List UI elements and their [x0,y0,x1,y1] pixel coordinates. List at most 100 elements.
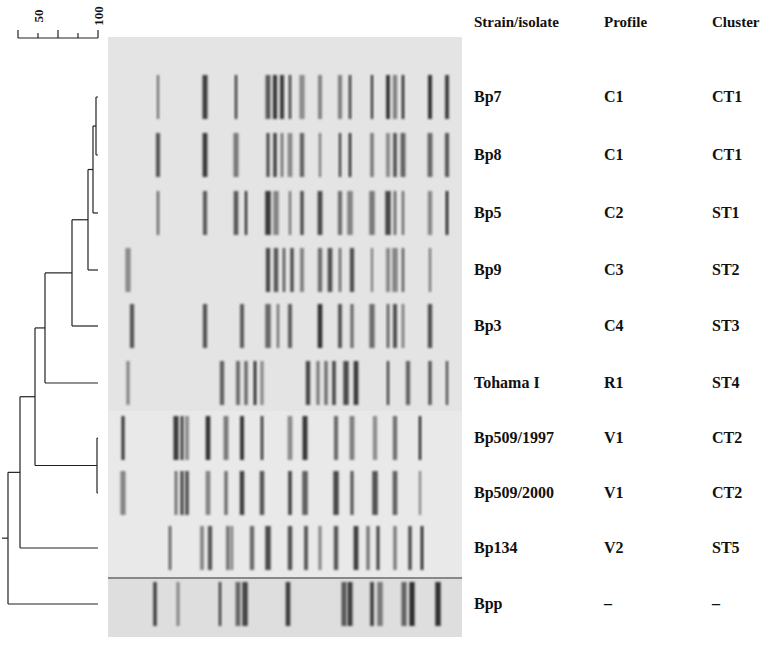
gel-band [203,304,207,348]
gel-band [289,191,292,235]
gel-panel [108,37,462,411]
column-header: Profile [604,15,647,30]
dendrogram-branch [19,397,20,548]
cluster-code: ST2 [712,262,740,278]
gel-band [288,304,292,348]
gel-band [419,471,422,515]
gel-band [130,304,134,348]
dendrogram-branch [96,438,97,493]
gel-band [318,526,321,570]
gel-band [350,248,354,292]
cluster-code: ST5 [712,540,740,556]
gel-band [261,416,264,460]
gel-band [180,471,184,515]
gel-band [236,582,241,626]
gel-band [157,191,160,235]
gel-band [333,471,338,515]
gel-band [409,582,414,626]
gel-band [339,248,342,292]
cluster-code: CT1 [712,89,742,105]
gel-band [203,191,207,235]
dendrogram-branch [35,465,97,466]
gel-band [153,582,156,626]
gel-band [402,191,405,235]
gel-band [224,416,229,460]
gel-band [266,248,270,292]
strain-name: Bp134 [474,540,518,556]
profile-code: C4 [604,318,624,334]
gel-band [372,471,377,515]
scale-number: 100 [92,6,105,26]
gel-band [370,133,373,177]
gel-band [316,361,319,405]
gel-band [402,75,405,119]
profile-code: C1 [604,89,624,105]
gel-band [349,75,352,119]
gel-band [428,75,432,119]
gel-band [342,582,347,626]
gel-band [289,75,292,119]
scale-tick [37,33,38,38]
gel-band [173,416,178,460]
dendrogram-branch [8,603,98,604]
dendrogram-branch [34,328,35,466]
gel-band [435,582,440,626]
column-header: Cluster [712,15,760,30]
gel-band [334,416,338,460]
dendrogram-branch [95,97,96,155]
cluster-code: CT2 [712,430,742,446]
gel-band [393,526,396,570]
gel-band [126,361,129,405]
gel-band [338,191,342,235]
gel-band [370,582,374,626]
gel-band [180,416,183,460]
dendrogram-branch [72,219,88,220]
profile-code: V1 [604,430,624,446]
dendrogram-branch [88,269,98,270]
gel-panel [108,579,462,637]
gel-band [200,526,204,570]
gel-band [350,471,353,515]
gel-panel [108,411,462,577]
gel-band [406,361,410,405]
gel-band [206,471,211,515]
gel-band [288,526,292,570]
gel-band [350,416,355,460]
dendrogram-branch [2,538,8,539]
dendrogram-branch [20,396,35,397]
scale-tick [57,30,58,38]
dendrogram-branch [71,220,72,326]
gel-band [343,361,348,405]
gel-band [373,416,377,460]
dendrogram-branch [96,96,98,97]
dendrogram-branch [72,325,98,326]
strain-name: Bp7 [474,89,502,105]
gel-band [125,248,130,292]
gel-band [219,582,222,626]
strain-name: Bp8 [474,147,502,163]
dendrogram-branch [97,492,98,493]
profile-code: – [604,596,612,612]
gel-band [288,133,293,177]
gel-band [266,75,271,119]
gel-band [299,75,304,119]
gel-band [266,133,269,177]
gel-band [286,582,291,626]
gel-band [328,248,333,292]
dendrogram-branch [88,169,93,170]
gel-band [318,304,323,348]
gel-band [157,75,160,119]
gel-band [156,133,160,177]
gel-band [244,361,247,405]
gel-band [260,471,264,515]
cluster-code: – [712,596,720,612]
gel-band [347,191,352,235]
gel-band [386,133,390,177]
strain-name: Bp3 [474,318,502,334]
gel-band [281,133,284,177]
dendrogram-branch [45,382,98,383]
gel-band [428,304,432,348]
dendrogram-branch [93,212,98,213]
gel-band [369,304,374,348]
